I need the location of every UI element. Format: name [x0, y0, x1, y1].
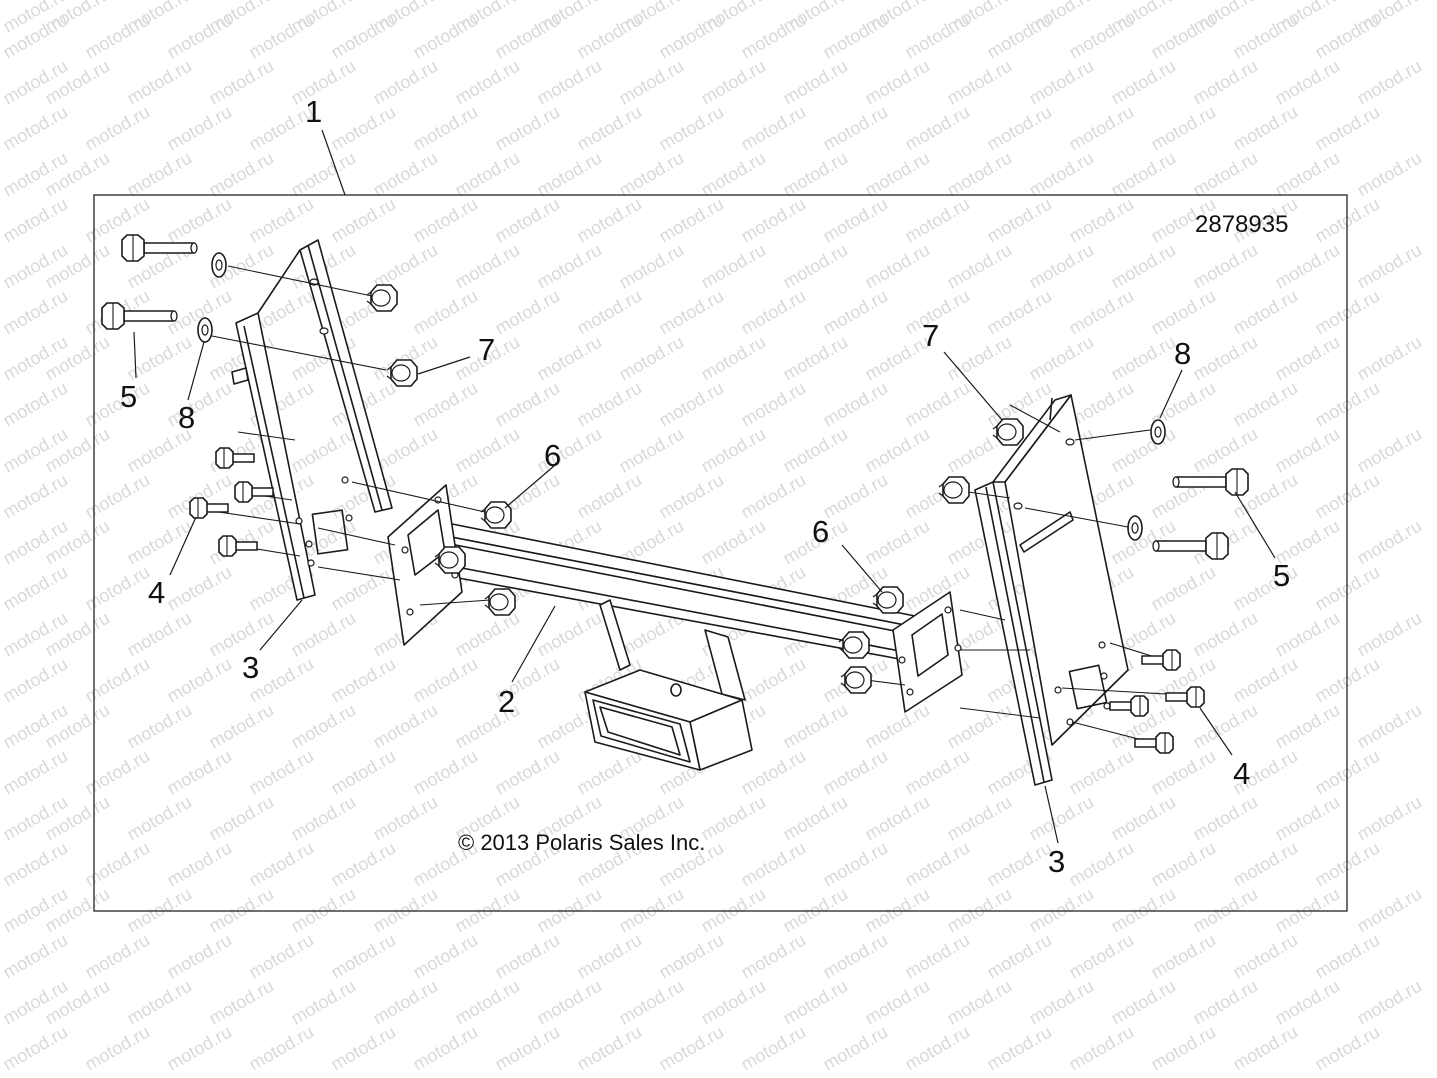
- washer-8-lower-left: [197, 317, 213, 343]
- callout-6-right: 6: [812, 514, 829, 549]
- bolt-4-d-right: [1134, 732, 1174, 754]
- bolt-5-upper-right: [1172, 468, 1249, 496]
- bolt-4-a-right: [1141, 649, 1181, 671]
- washer-8-lower-right: [1127, 515, 1143, 541]
- diagram-frame: [93, 194, 1348, 912]
- bolt-5-lower-right: [1152, 532, 1229, 560]
- callout-6-left: 6: [544, 438, 561, 473]
- nut-7-right: [992, 418, 1024, 446]
- nut-6-a-left: [480, 501, 512, 529]
- bolt-4-a-left: [215, 447, 255, 469]
- left-fasteners: [101, 234, 516, 616]
- callout-4-right: 4: [1233, 756, 1250, 791]
- nut-6-top-right: [938, 476, 970, 504]
- callout-5-right: 5: [1273, 558, 1290, 593]
- right-bracket-holes: [1013, 438, 1111, 726]
- callout-3-right: 3: [1048, 844, 1065, 879]
- callout-1: 1: [305, 94, 322, 129]
- callout-5-left: 5: [120, 379, 137, 414]
- bolt-4-c-right: [1109, 695, 1149, 717]
- hitch-crossbar: [387, 484, 963, 713]
- callout-7-right: 7: [922, 318, 939, 353]
- bolt-4-c-left: [189, 497, 229, 519]
- nut-6-c-right: [840, 666, 872, 694]
- left-bracket: [231, 239, 393, 601]
- receiver-tube: [584, 599, 753, 771]
- part-number: 2878935: [1195, 211, 1288, 238]
- bolt-5-upper-left: [121, 234, 198, 262]
- washer-8-upper-left: [211, 252, 227, 278]
- callout-8-right: 8: [1174, 336, 1191, 371]
- nut-6-c-left: [484, 588, 516, 616]
- bolt-4-b-left: [234, 481, 274, 503]
- crossbar-plate-holes: [401, 496, 962, 696]
- nut-7-upper-left: [366, 284, 398, 312]
- washer-8-upper-right: [1150, 419, 1166, 445]
- right-bracket: [974, 394, 1129, 786]
- nut-7-lower-left: [386, 359, 418, 387]
- bolt-5-lower-left: [101, 302, 178, 330]
- leader-lines: [133, 129, 1276, 844]
- callout-8-left: 8: [178, 400, 195, 435]
- callout-labels: 1 2 3 3 4 4 5 5 6 6 7 7 8 8: [120, 94, 1290, 879]
- callout-7-left: 7: [478, 332, 495, 367]
- callout-4-left: 4: [148, 575, 165, 610]
- bolt-4-b-right: [1165, 686, 1205, 708]
- callout-2: 2: [498, 684, 515, 719]
- bolt-4-d-left: [218, 535, 258, 557]
- copyright-notice: © 2013 Polaris Sales Inc.: [458, 830, 705, 855]
- callout-3-left: 3: [242, 650, 259, 685]
